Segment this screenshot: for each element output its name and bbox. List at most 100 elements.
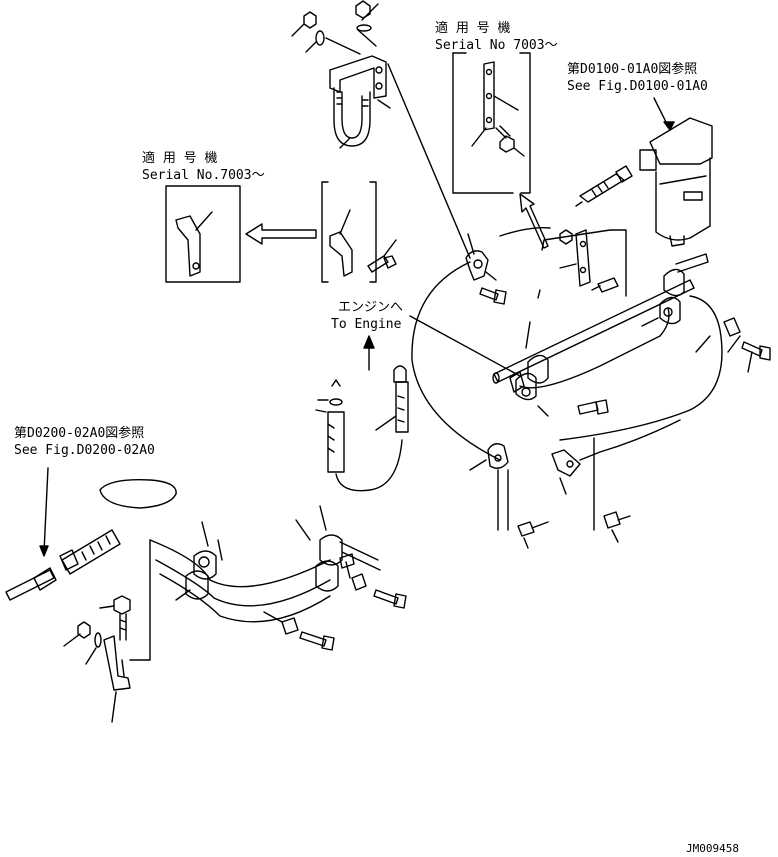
fuel-filter bbox=[639, 97, 713, 247]
engine-note-en: To Engine bbox=[331, 317, 402, 332]
spacer bbox=[723, 317, 741, 337]
inset-frame bbox=[165, 185, 241, 283]
clamp bbox=[551, 449, 581, 477]
clamp bbox=[527, 354, 549, 384]
clamp bbox=[515, 372, 537, 401]
bolt-shank bbox=[367, 255, 389, 273]
bolt-head bbox=[603, 511, 621, 529]
bolt-head bbox=[493, 289, 507, 305]
hose-lower bbox=[155, 559, 331, 607]
clamp bbox=[663, 268, 685, 297]
filter-head bbox=[649, 117, 713, 165]
bolt-shank bbox=[479, 287, 499, 301]
hose-segment bbox=[579, 419, 681, 461]
engine-arrow bbox=[363, 335, 375, 371]
reference-note-left-en: See Fig.D0200-02A0 bbox=[14, 443, 155, 458]
pipe-upper bbox=[493, 279, 695, 383]
leader-arrow bbox=[663, 121, 675, 131]
hex-nut-top-left bbox=[303, 11, 317, 29]
inset-bolt-head bbox=[499, 135, 515, 153]
filter-bowl bbox=[655, 157, 711, 241]
fitting-top bbox=[393, 365, 407, 383]
hose-loop bbox=[411, 226, 723, 461]
clamp bbox=[185, 570, 209, 600]
reference-note-left: 第D0200-02A0図参照 See Fig.D0200-02A0 bbox=[14, 425, 155, 458]
inset-bracket-plate bbox=[483, 61, 495, 131]
reference-note-top-en: See Fig.D0100-01A0 bbox=[567, 79, 708, 94]
serial-note-left-jp: 適 用 号 機 bbox=[142, 150, 217, 166]
bolt-shank bbox=[577, 401, 599, 415]
leader-arrow bbox=[39, 545, 49, 557]
l-bracket bbox=[103, 635, 131, 691]
inset-frame bbox=[452, 52, 514, 194]
reference-note-top-jp: 第D0100-01A0図参照 bbox=[567, 61, 697, 77]
inset-bracket bbox=[175, 215, 201, 277]
engine-hoses bbox=[315, 365, 409, 492]
spacer bbox=[351, 573, 367, 591]
bolt-head bbox=[113, 595, 131, 615]
serial-inset-top bbox=[452, 52, 531, 194]
lower-clamp-right bbox=[551, 419, 681, 543]
serial-note-left: 適 用 号 機 Serial No.7003～ bbox=[142, 150, 265, 183]
clamp bbox=[659, 296, 681, 325]
bolt-head bbox=[383, 255, 397, 269]
clamp bbox=[315, 560, 339, 592]
middle-clamp bbox=[465, 233, 507, 305]
pipe-stub bbox=[341, 551, 381, 571]
filter-drain bbox=[669, 235, 685, 247]
bolt-head bbox=[595, 399, 609, 415]
drawing-id: JM009458 bbox=[686, 842, 739, 855]
lower-left-assembly bbox=[5, 467, 407, 661]
hollow-arrow bbox=[245, 223, 317, 245]
hex-nut bbox=[77, 621, 91, 639]
bolt-head bbox=[393, 593, 407, 609]
nut bbox=[59, 549, 79, 571]
filter-label bbox=[683, 191, 703, 201]
bracket-detail-frame bbox=[321, 181, 397, 283]
bolt-head bbox=[321, 635, 335, 651]
fitting-top bbox=[331, 379, 341, 387]
clamp bbox=[193, 550, 217, 580]
pipe-lower bbox=[519, 307, 670, 389]
serial-note-left-en: Serial No.7003～ bbox=[142, 168, 265, 183]
loop-right bbox=[559, 295, 723, 441]
serial-note-top-en: Serial No 7003～ bbox=[435, 38, 558, 53]
u-bolt bbox=[333, 87, 371, 147]
clamp-plate bbox=[575, 229, 591, 287]
inset-frame bbox=[519, 52, 531, 194]
bolt-head bbox=[759, 345, 771, 361]
bracket-hole bbox=[375, 82, 383, 90]
bolt-head bbox=[615, 165, 633, 183]
bolt-shank bbox=[373, 589, 399, 605]
bolt-shank bbox=[579, 173, 625, 203]
washer-top-left bbox=[315, 30, 325, 46]
lower-clamp-left bbox=[469, 443, 549, 549]
bracket bbox=[329, 231, 353, 277]
hose-upper bbox=[149, 539, 331, 588]
fitting bbox=[33, 567, 57, 591]
spacer bbox=[281, 617, 299, 635]
hex-nut-top bbox=[355, 0, 371, 19]
bolt-head bbox=[597, 277, 619, 293]
fitting-upper-right bbox=[575, 165, 633, 207]
loop-left bbox=[411, 261, 501, 461]
hose-left bbox=[327, 411, 345, 473]
right-fasteners bbox=[695, 317, 771, 373]
serial-note-top-jp: 適 用 号 機 bbox=[435, 20, 510, 36]
pipe-stub bbox=[339, 541, 379, 561]
bottom-bracket-assembly bbox=[63, 595, 131, 723]
filter-port bbox=[639, 149, 657, 171]
clamp-plate-assembly bbox=[537, 229, 627, 299]
reference-note-top: 第D0100-01A0図参照 See Fig.D0100-01A0 bbox=[567, 61, 708, 94]
bolt-shank bbox=[299, 631, 327, 647]
hose-right bbox=[395, 381, 409, 433]
engine-note-jp: エンジンへ bbox=[338, 300, 403, 315]
pipe-end bbox=[675, 253, 709, 273]
engine-note: エンジンへ To Engine bbox=[331, 300, 403, 332]
clamp bbox=[487, 443, 509, 469]
main-pipe bbox=[409, 253, 709, 393]
bolt-head bbox=[517, 521, 535, 537]
arrow-to-left-inset bbox=[245, 223, 317, 245]
